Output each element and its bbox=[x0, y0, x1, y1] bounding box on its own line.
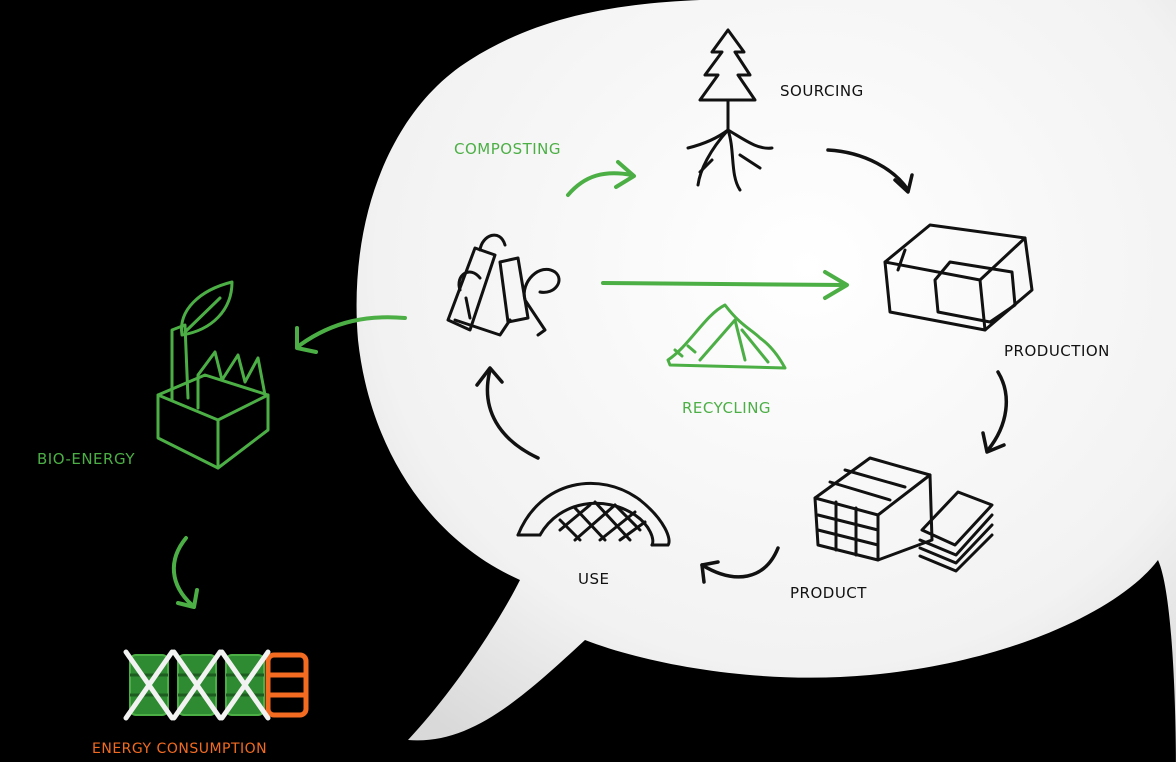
mushroom-log-icon bbox=[446, 233, 561, 337]
wood-chips-pile-icon bbox=[666, 303, 787, 370]
bio-factory-icon bbox=[156, 323, 270, 470]
label-composting: COMPOSTING bbox=[454, 140, 562, 158]
label-bio-energy: BIO-ENERGY bbox=[37, 450, 135, 468]
speech-bubble bbox=[356, 0, 1176, 762]
label-energy-consumption: ENERGY CONSUMPTION bbox=[92, 741, 268, 757]
label-use: USE bbox=[578, 570, 610, 588]
leaf-icon bbox=[180, 280, 234, 337]
cycle-arrows bbox=[475, 148, 1009, 584]
factory-block-icon bbox=[883, 223, 1034, 332]
lumber-stack-icon bbox=[813, 456, 934, 562]
label-recycling: RECYCLING bbox=[682, 399, 772, 417]
tree-icon bbox=[686, 28, 774, 192]
crossed-out-icon bbox=[123, 649, 271, 721]
label-production: PRODUCTION bbox=[1004, 342, 1110, 360]
woven-basket-icon bbox=[516, 481, 671, 547]
oil-barrel-icon bbox=[129, 652, 309, 718]
label-sourcing: SOURCING bbox=[780, 82, 864, 100]
paper-stack-icon bbox=[918, 490, 994, 573]
label-product: PRODUCT bbox=[790, 584, 867, 602]
green-arrows bbox=[172, 160, 849, 609]
